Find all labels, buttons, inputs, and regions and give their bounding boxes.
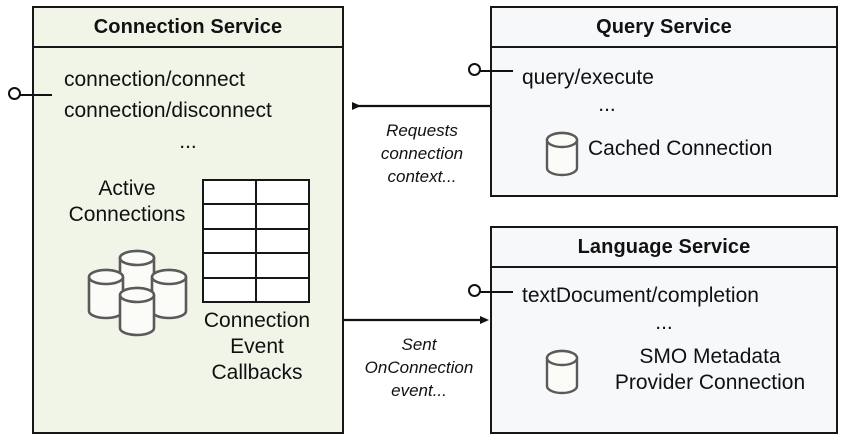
language-service-interface-completion[interactable]: textDocument/completion (522, 284, 759, 307)
database-cylinder-stack-icon (87, 249, 188, 337)
connector-label-line2: OnConnection (364, 357, 474, 377)
component-language-service[interactable]: Language Service textDocument/completion… (490, 226, 838, 434)
active-connections-label-line2: Connections (68, 203, 186, 227)
connection-service-provided-interface-lollipop[interactable] (8, 86, 52, 104)
connector-label-line2: connection (380, 143, 464, 163)
component-query-service[interactable]: Query Service query/execute ... Cached C… (490, 6, 838, 197)
connection-event-callbacks-label-line1: Connection (203, 309, 311, 332)
active-connections-label-line1: Active (98, 177, 156, 200)
smo-metadata-provider-connection-label: SMO Metadata Provider Connection (588, 344, 832, 396)
table-cell (257, 181, 308, 204)
connection-service-header: Connection Service (34, 8, 342, 48)
connection-service-ellipsis: ... (179, 130, 197, 153)
query-service-body: query/execute ... Cached Connection (492, 48, 836, 195)
table-grid-icon (202, 179, 310, 303)
connection-service-interface-disconnect[interactable]: connection/disconnect (64, 99, 272, 122)
query-service-interface-execute[interactable]: query/execute (522, 66, 654, 89)
smo-metadata-label-line2: Provider Connection (614, 371, 806, 395)
connection-event-callbacks-label-line3: Callbacks (211, 361, 303, 385)
table-cell (257, 205, 308, 228)
lollipop-circle-icon (468, 63, 481, 76)
connector-label-line3: context... (387, 166, 457, 186)
query-service-provided-interface-lollipop[interactable] (468, 62, 513, 80)
connection-service-title: Connection Service (93, 15, 283, 38)
connection-event-callbacks-label: Connection Event Callbacks (184, 308, 330, 386)
database-cylinder-icon (545, 349, 579, 395)
connector-label-requests-connection-context: Requests connection context... (360, 120, 484, 188)
table-cell (257, 229, 308, 253)
lollipop-circle-icon (468, 284, 481, 297)
query-service-header: Query Service (492, 8, 836, 48)
query-service-title: Query Service (596, 15, 732, 38)
table-cell (204, 229, 255, 253)
language-service-header: Language Service (492, 228, 836, 268)
lollipop-stem (479, 70, 513, 72)
table-cell (257, 254, 308, 277)
table-cell (204, 254, 255, 277)
lollipop-stem (19, 94, 52, 96)
lollipop-stem (479, 291, 513, 293)
connection-service-body: connection/connect connection/disconnect… (34, 48, 342, 432)
active-connections-label: Active Connections (46, 176, 208, 228)
table-cell (204, 278, 255, 301)
language-service-title: Language Service (577, 235, 751, 258)
smo-metadata-label-line1: SMO Metadata (639, 345, 781, 368)
lollipop-circle-icon (8, 87, 21, 100)
connector-label-line1: Requests (386, 121, 458, 140)
connection-event-callbacks-label-line2: Event (230, 335, 284, 359)
component-connection-service[interactable]: Connection Service connection/connect co… (32, 6, 344, 434)
connector-label-line3: event... (391, 380, 447, 400)
connection-service-interface-connect[interactable]: connection/connect (64, 68, 245, 91)
connector-label-sent-onconnection-event: Sent OnConnection event... (352, 334, 486, 402)
language-service-provided-interface-lollipop[interactable] (468, 283, 513, 301)
query-service-ellipsis: ... (598, 93, 616, 116)
table-cell (204, 205, 255, 228)
connector-label-line1: Sent (401, 335, 437, 354)
language-service-ellipsis: ... (655, 311, 673, 334)
table-cell (204, 181, 255, 204)
table-cell (257, 278, 308, 301)
database-cylinder-icon (545, 131, 579, 177)
language-service-body: textDocument/completion ... SMO Metadata… (492, 268, 836, 432)
cached-connection-label: Cached Connection (588, 137, 773, 160)
